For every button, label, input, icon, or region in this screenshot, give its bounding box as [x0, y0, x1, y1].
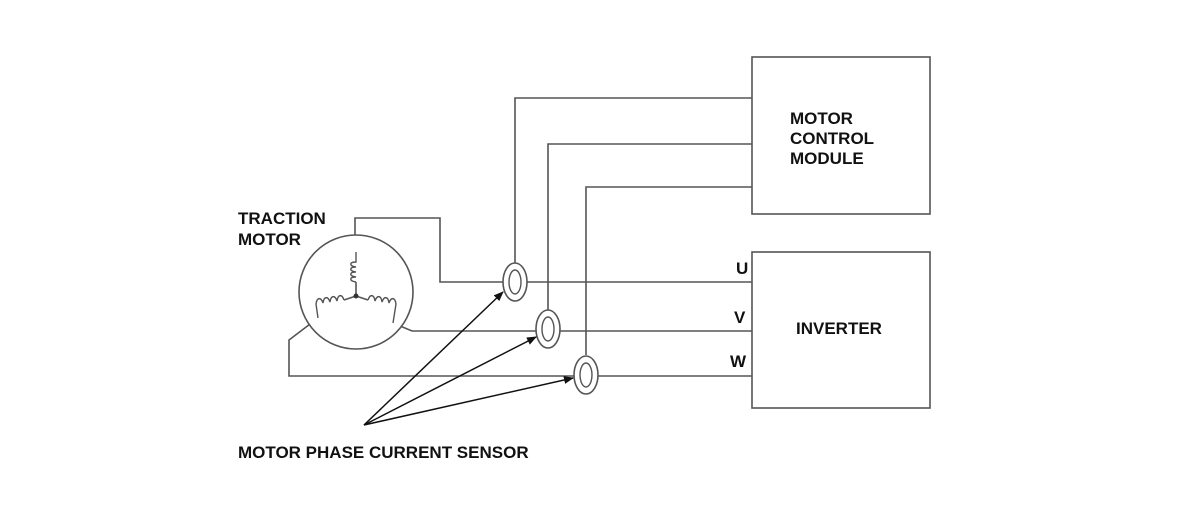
sensor-w-signal-wire — [585, 186, 752, 355]
sensor-v-pointer-arrow — [363, 336, 537, 426]
sensor-caption: MOTOR PHASE CURRENT SENSOR — [238, 443, 529, 462]
sensor-u-pointer-arrow — [363, 291, 504, 426]
current-sensor-v — [535, 309, 561, 349]
stator-windings — [315, 252, 397, 324]
current-sensor-w — [573, 355, 599, 395]
inverter-label: INVERTER — [796, 319, 882, 338]
phase-u-label: U — [736, 259, 748, 278]
phase-w-label: W — [730, 352, 747, 371]
phase-w-wire — [288, 317, 752, 377]
sensor-v-signal-wire — [547, 143, 752, 310]
traction-motor-label: TRACTION MOTOR — [238, 209, 331, 249]
sensor-w-pointer-arrow — [363, 376, 574, 426]
motor-control-module-label: MOTOR CONTROL MODULE — [790, 109, 878, 168]
phase-u-wire — [354, 217, 752, 283]
current-sensor-u — [502, 262, 528, 302]
phase-v-wire — [392, 322, 752, 332]
inverter-box — [751, 251, 931, 409]
motor-control-module-box — [751, 56, 931, 215]
phase-v-label: V — [734, 308, 746, 327]
sensor-u-signal-wire — [514, 97, 752, 263]
